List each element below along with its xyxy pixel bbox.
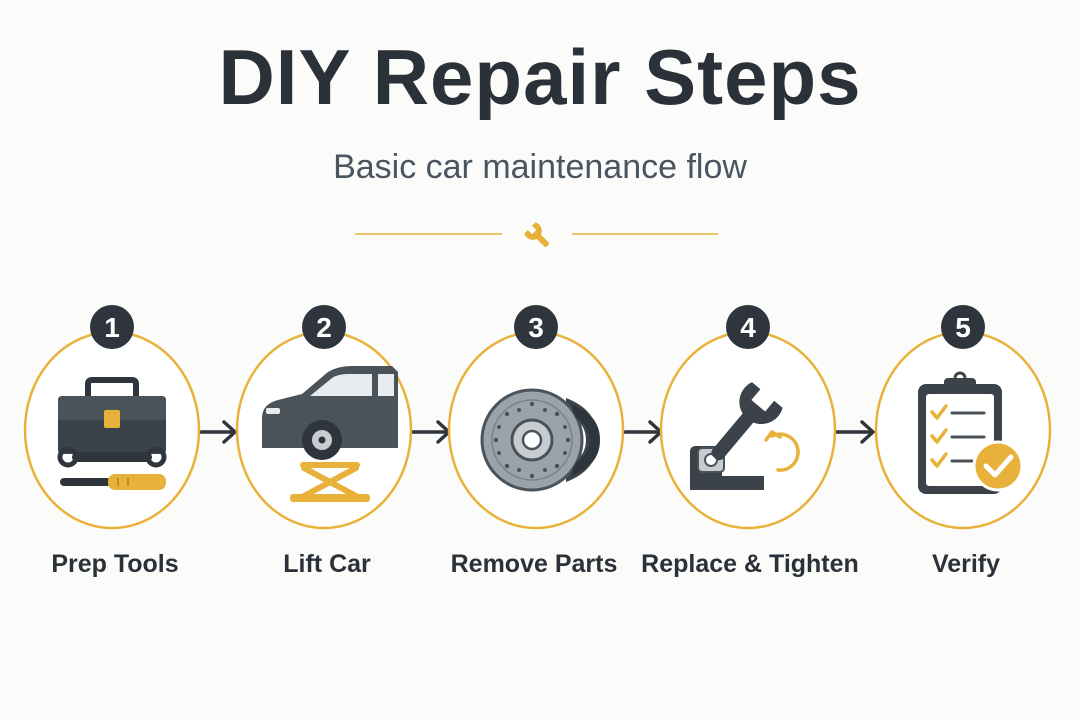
arrow-3-4 [622, 420, 663, 444]
step-number: 3 [528, 312, 544, 343]
title-divider [355, 222, 718, 247]
step-number: 2 [316, 312, 332, 343]
arrow-2-3 [410, 420, 451, 444]
wrench-icon [524, 222, 549, 247]
arrow-1-2 [196, 420, 237, 444]
step-4: 4 Replace & Tighten [641, 305, 859, 578]
step-number-badge [302, 305, 346, 349]
step-number-badge [726, 305, 770, 349]
step-label: Verify [932, 550, 1000, 578]
step-label: Remove Parts [451, 550, 618, 578]
step-2: 2 Lift Car [235, 305, 413, 578]
toolbox-icon [57, 377, 167, 490]
page-subtitle: Basic car maintenance flow [333, 148, 747, 186]
step-number-badge [941, 305, 985, 349]
wrench-tighten-icon [690, 382, 800, 490]
page-title: DIY Repair Steps [218, 33, 862, 121]
step-number-badge [90, 305, 134, 349]
step-label: Prep Tools [51, 550, 178, 578]
step-number: 4 [740, 312, 756, 343]
brake-disc-icon [480, 388, 600, 492]
checklist-icon [918, 371, 1024, 494]
step-label: Lift Car [283, 550, 371, 578]
step-5: 5 Verify [874, 305, 1052, 578]
step-label: Replace & Tighten [641, 550, 859, 578]
car-on-jack-icon [262, 366, 398, 502]
step-number: 1 [104, 312, 120, 343]
step-number: 5 [955, 312, 971, 343]
step-3: 3 Remove Parts [447, 305, 625, 578]
step-circle [659, 330, 837, 530]
step-number-badge [514, 305, 558, 349]
arrow-4-5 [834, 420, 875, 444]
step-1: 1 Prep Tools [23, 305, 201, 578]
